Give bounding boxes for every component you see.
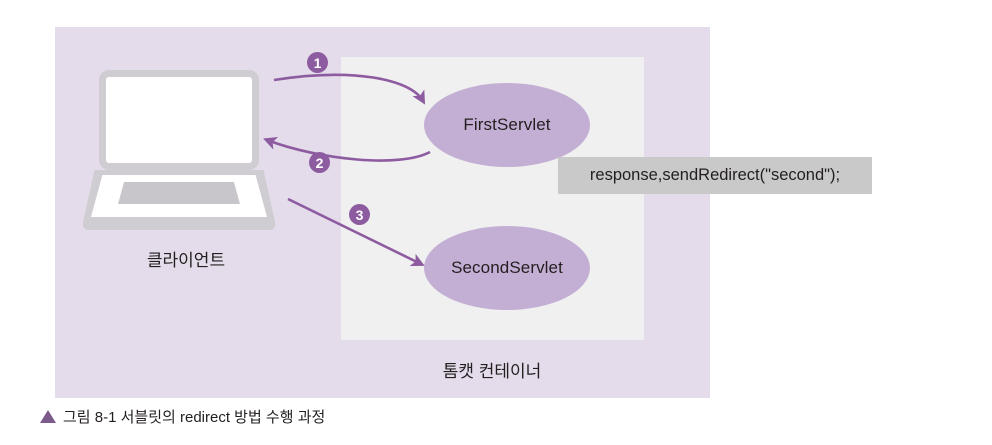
node-second-servlet-label: SecondServlet xyxy=(451,258,563,277)
tomcat-container-label: 톰캣 컨테이너 xyxy=(442,362,542,381)
figure-caption: 그림 8-1 서블릿의 redirect 방법 수행 과정 xyxy=(40,406,325,427)
figure-caption-text: 그림 8-1 서블릿의 redirect 방법 수행 과정 xyxy=(63,409,326,426)
node-first-servlet: FirstServlet xyxy=(424,83,590,167)
step-badge-3: 3 xyxy=(349,204,370,225)
code-callout: response,sendRedirect("second"); xyxy=(558,157,872,194)
laptop-icon xyxy=(83,70,283,235)
code-callout-text: response,sendRedirect("second"); xyxy=(589,166,841,184)
laptop-foot xyxy=(83,221,275,230)
step-badge-1: 1 xyxy=(307,52,328,73)
triangle-up-icon xyxy=(40,410,56,423)
laptop-keyboard xyxy=(118,182,240,204)
step-badge-2: 2 xyxy=(309,152,330,173)
node-second-servlet: SecondServlet xyxy=(424,226,590,310)
node-first-servlet-label: FirstServlet xyxy=(463,115,551,134)
client-label: 클라이언트 xyxy=(146,251,226,270)
laptop-screen xyxy=(99,70,259,170)
